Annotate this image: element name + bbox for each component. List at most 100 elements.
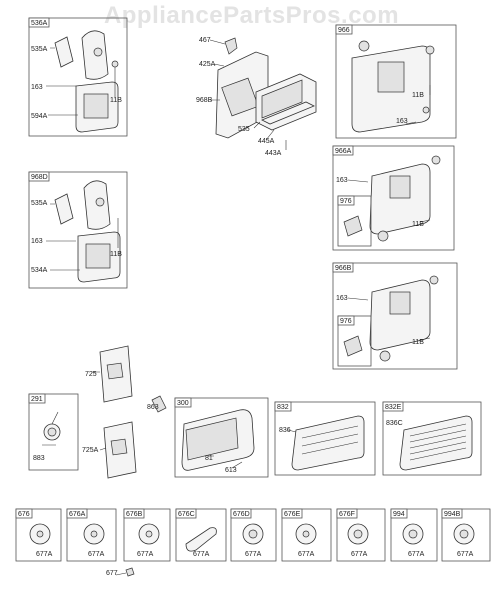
label-677A: 677A	[88, 551, 105, 558]
group-label-976: 976	[340, 198, 352, 205]
group-291: 291 883	[28, 393, 79, 471]
part-screw-2	[422, 106, 430, 114]
label-594A: 594A	[31, 113, 48, 120]
housing-window	[377, 61, 405, 93]
base-grille	[83, 93, 109, 119]
group-label-536A: 536A	[31, 20, 48, 27]
label-677: 677	[106, 570, 118, 577]
group-536A: 536A 535A 163 11B 594A	[28, 17, 128, 137]
label-863: 863	[147, 404, 159, 411]
shield-slot	[110, 438, 128, 456]
group-966: 966 11B 163	[335, 24, 457, 139]
group-300: 300 81 613	[174, 397, 269, 478]
label-163: 163	[396, 118, 408, 125]
group-label-676: 676	[18, 511, 30, 518]
screw	[111, 60, 119, 68]
group-966B: 966B 163 976 11B	[332, 262, 458, 370]
label-535A: 535A	[31, 46, 48, 53]
cover-445A	[261, 101, 315, 125]
label-163: 163	[336, 295, 348, 302]
label-425A: 425A	[199, 61, 216, 68]
group-label-300: 300	[177, 400, 189, 407]
group-label-966A: 966A	[335, 148, 352, 155]
group-label-966B: 966B	[335, 265, 352, 272]
label-11B: 11B	[110, 97, 122, 104]
air-filter-element	[54, 36, 74, 68]
housing-detail	[389, 175, 411, 199]
label-677A: 677A	[298, 551, 315, 558]
group-832E: 832E 836C	[382, 401, 482, 476]
group-label-994: 994	[393, 511, 405, 518]
deflector-676C	[185, 527, 217, 552]
label-677A: 677A	[137, 551, 154, 558]
label-677A: 677A	[36, 551, 53, 558]
group-832: 832 836	[274, 401, 376, 476]
group-968D: 968D 535A 163 534A 11B	[28, 171, 128, 289]
group-863: 863	[147, 395, 167, 413]
label-968B: 968B	[196, 97, 213, 104]
muffler-guard-832E	[399, 415, 473, 471]
label-163: 163	[31, 84, 43, 91]
label-677A: 677A	[193, 551, 210, 558]
group-label-291: 291	[31, 396, 43, 403]
label-81: 81	[205, 455, 213, 462]
group-label-676C: 676C	[178, 511, 195, 518]
base-grille	[85, 243, 111, 269]
group-label-676A: 676A	[69, 511, 86, 518]
label-163: 163	[336, 177, 348, 184]
label-677A: 677A	[245, 551, 262, 558]
group-label-968D: 968D	[31, 174, 48, 181]
label-836: 836	[279, 427, 291, 434]
housing-966A	[369, 163, 431, 235]
gasket-863	[151, 395, 167, 413]
label-535A: 535A	[31, 200, 48, 207]
group-966A: 966A 163 976 11B	[332, 145, 455, 251]
group-label-832: 832	[277, 404, 289, 411]
group-air-cleaner-assembly: 467 425A 968B 535 445A 443A	[196, 37, 317, 157]
part-grommet	[379, 350, 391, 362]
breather-tube	[224, 37, 238, 55]
label-725A: 725A	[82, 447, 99, 454]
label-163: 163	[31, 238, 43, 245]
group-label-976: 976	[340, 318, 352, 325]
part-clip	[358, 40, 370, 52]
filter-pleats	[261, 79, 303, 119]
label-445A: 445A	[258, 138, 275, 145]
label-677A: 677A	[351, 551, 368, 558]
part-976	[343, 335, 363, 357]
watermark: AppliancePartsPros.com	[103, 2, 400, 29]
label-836C: 836C	[386, 420, 403, 427]
housing-detail	[389, 291, 411, 315]
group-label-676B: 676B	[126, 511, 143, 518]
group-label-676F: 676F	[339, 511, 355, 518]
label-535: 535	[238, 126, 250, 133]
knob	[93, 47, 103, 57]
label-11B: 11B	[412, 221, 424, 228]
label-443A: 443A	[265, 150, 282, 157]
muffler-face	[185, 417, 239, 461]
group-label-966: 966	[338, 27, 350, 34]
shield-slot	[106, 362, 124, 380]
label-883: 883	[33, 455, 45, 462]
group-label-994B: 994B	[444, 511, 461, 518]
label-11B: 11B	[412, 92, 424, 99]
filter-element-968D	[54, 193, 74, 225]
group-label-832E: 832E	[385, 404, 402, 411]
label-11B: 11B	[412, 339, 424, 346]
label-613: 613	[225, 467, 237, 474]
label-11B: 11B	[110, 251, 122, 258]
part-screw	[425, 45, 435, 55]
group-725: 725 725A	[82, 345, 137, 479]
part-screw	[429, 275, 439, 285]
part-976	[343, 215, 363, 237]
knob	[95, 197, 105, 207]
screw-677	[125, 567, 135, 577]
base-detail	[221, 77, 259, 117]
muffler-guard	[291, 415, 365, 471]
label-677A: 677A	[408, 551, 425, 558]
label-677A: 677A	[457, 551, 474, 558]
label-534A: 534A	[31, 267, 48, 274]
part-screw	[431, 155, 441, 165]
